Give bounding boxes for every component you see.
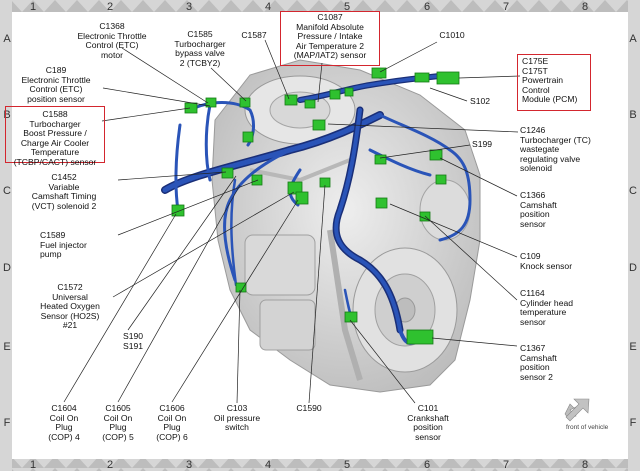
- callout-c1452-vct-solenoid-2: C1452 Variable Camshaft Timing (VCT) sol…: [31, 172, 97, 211]
- callout-c175-pcm: C175E C175T Powertrain Control Module (P…: [522, 56, 578, 105]
- callout-c109-knock-sensor: C109 Knock sensor: [520, 251, 573, 271]
- callout-s190-s191: S190 S191: [123, 331, 144, 351]
- row-label-f-right: F: [629, 417, 637, 429]
- callout-c101-crankshaft-position-sensor: C101 Crankshaft position sensor: [407, 403, 449, 442]
- leader-lines: [63, 39, 521, 404]
- callout-c103-oil-pressure-switch: C103 Oil pressure switch: [213, 403, 261, 433]
- row-label-f: F: [3, 417, 11, 429]
- callout-c1368-etc-motor: C1368 Electronic Throttle Control (ETC) …: [77, 21, 147, 60]
- callout-s102: S102: [470, 96, 491, 106]
- highlight-box-c1588: [5, 106, 105, 163]
- column-label-4: 4: [264, 1, 272, 13]
- column-label-3: 3: [185, 1, 193, 13]
- column-label-8-bottom: 8: [581, 459, 589, 471]
- callout-c1590: C1590: [296, 403, 322, 413]
- column-label-7: 7: [502, 1, 510, 13]
- row-label-c: C: [3, 185, 11, 197]
- callout-c1572-ho2s-21: C1572 Universal Heated Oxygen Sensor (HO…: [40, 282, 100, 331]
- callout-c189-etc-position-sensor: C189 Electronic Throttle Control (ETC) p…: [21, 65, 91, 104]
- row-label-a: A: [3, 33, 11, 45]
- callout-c1588-tcbp-cact-sensor: C1588 Turbocharger Boost Pressure / Char…: [13, 109, 97, 167]
- column-label-2: 2: [106, 1, 114, 13]
- callout-c1587: C1587: [241, 30, 267, 40]
- row-label-e: E: [3, 341, 11, 353]
- callout-c1589-fuel-injector-pump: C1589 Fuel injector pump: [40, 230, 87, 260]
- callout-c1010: C1010: [439, 30, 465, 40]
- column-label-6: 6: [423, 1, 431, 13]
- column-label-5-bottom: 5: [343, 459, 351, 471]
- column-label-7-bottom: 7: [502, 459, 510, 471]
- row-label-d: D: [3, 262, 11, 274]
- column-label-1: 1: [29, 1, 37, 13]
- column-label-4-bottom: 4: [264, 459, 272, 471]
- callout-c1367-camshaft-position-sensor-2: C1367 Camshaft position sensor 2: [520, 343, 557, 382]
- callout-c1366-camshaft-position-sensor: C1366 Camshaft position sensor: [520, 190, 557, 229]
- column-label-3-bottom: 3: [185, 459, 193, 471]
- column-label-6-bottom: 6: [423, 459, 431, 471]
- front-of-vehicle-label: front of vehicle: [566, 424, 609, 431]
- column-label-1-bottom: 1: [29, 459, 37, 471]
- callout-c1087-map-iat2-sensor: C1087 Manifold Absolute Pressure / Intak…: [293, 12, 367, 61]
- highlight-box-c175: [517, 54, 591, 111]
- row-label-d-right: D: [629, 262, 637, 274]
- callout-c1246-tc-wastegate-solenoid: C1246 Turbocharger (TC) wastegate regula…: [520, 125, 591, 174]
- connectors: [171, 67, 460, 345]
- callout-c1606-cop-6: C1606 Coil On Plug (COP) 6: [156, 403, 188, 442]
- column-label-5: 5: [343, 1, 351, 13]
- callout-c1604-cop-4: C1604 Coil On Plug (COP) 4: [48, 403, 80, 442]
- row-label-b-right: B: [629, 109, 637, 121]
- column-label-2-bottom: 2: [106, 459, 114, 471]
- front-of-vehicle-arrow-icon: [564, 398, 590, 422]
- row-label-b: B: [3, 109, 11, 121]
- row-label-c-right: C: [629, 185, 637, 197]
- callout-c1164-cylinder-head-temperature-sensor: C1164 Cylinder head temperature sensor: [520, 288, 574, 327]
- callout-c1585-tcby2: C1585 Turbocharger bypass valve 2 (TCBY2…: [174, 29, 226, 68]
- engine-illustration: [211, 59, 481, 393]
- highlight-box-c1087: [280, 11, 380, 66]
- row-label-e-right: E: [629, 341, 637, 353]
- callout-c1605-cop-5: C1605 Coil On Plug (COP) 5: [102, 403, 134, 442]
- column-label-8: 8: [581, 1, 589, 13]
- callout-s199: S199: [472, 139, 493, 149]
- row-label-a-right: A: [629, 33, 637, 45]
